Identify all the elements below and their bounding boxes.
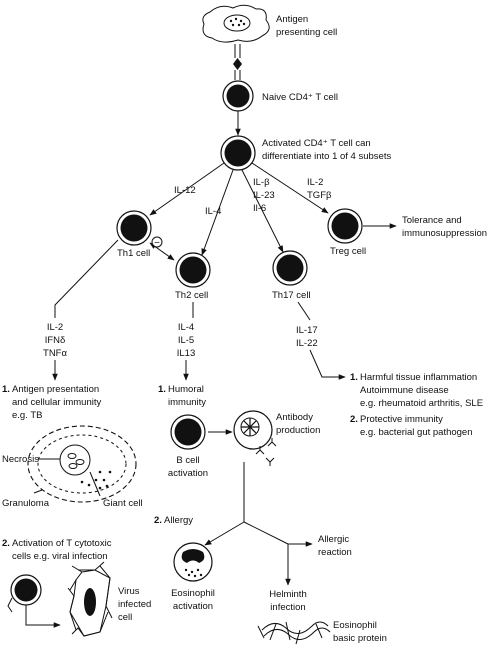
b-cell: [170, 414, 206, 450]
th17-inducer-1: IL-β: [253, 177, 270, 188]
b-cell-label-line2: activation: [168, 468, 208, 479]
th17-outcome1-line1: Harmful tissue inflammation: [360, 372, 477, 383]
helminth-worm-icon: [257, 621, 331, 645]
th2-outcome1-number: 1.: [158, 384, 166, 395]
th17-outcome2-line1: Protective immunity: [360, 414, 443, 425]
th1-label: Th1 cell: [117, 248, 150, 259]
necrosis-label: Necrosis: [2, 454, 39, 465]
th17-label: Th17 cell: [272, 290, 311, 301]
th1-outcome1-line1: Antigen presentation: [12, 384, 99, 395]
allergy-right-line: [243, 521, 289, 545]
th17-outcome2-line2: e.g. bacterial gut pathogen: [360, 427, 473, 438]
apc-label-line2: presenting cell: [276, 27, 337, 38]
th2-label: Th2 cell: [175, 290, 208, 301]
granuloma-label: Granuloma: [2, 498, 50, 509]
eosinophil: [173, 542, 213, 582]
th1-outcome2-number: 2.: [2, 538, 10, 549]
arrow-to-treg: [251, 162, 329, 214]
th2-outcome1-line2: immunity: [168, 397, 206, 408]
th17-line-to-cytokines: [297, 301, 311, 321]
apc-label-line1: Antigen: [276, 14, 308, 25]
inhibition-symbol: −: [151, 236, 163, 249]
virus-label-line2: infected: [118, 599, 151, 610]
granuloma-illustration: [27, 425, 137, 503]
treg-cell: [327, 208, 363, 244]
activated-cd4-t-cell: [220, 135, 256, 171]
th17-cell: [272, 250, 308, 286]
granuloma-pointer: [33, 489, 43, 494]
antibody-label-line2: production: [276, 425, 320, 436]
th17-outcome2-number: 2.: [350, 414, 358, 425]
th2-cell: [175, 252, 211, 288]
th17-outcome1-number: 1.: [350, 372, 358, 383]
giant-cell-pointer: [89, 471, 101, 497]
ebp-label-line2: basic protein: [333, 633, 387, 644]
treg-inducer-2: TGFβ: [307, 190, 332, 201]
treg-outcome-line2: immunosuppression: [402, 228, 487, 239]
svg-text:−: −: [154, 238, 160, 249]
allergic-label-line2: reaction: [318, 547, 352, 558]
naive-t-cell-label: Naive CD4⁺ T cell: [262, 92, 338, 103]
th2-outcome1-line1: Humoral: [168, 384, 204, 395]
th17-inducer-3: Il-6: [253, 203, 266, 214]
antibody-label-line1: Antibody: [276, 412, 313, 423]
arrow-to-th1: [149, 162, 225, 216]
th2-outcome2-number: 2.: [154, 515, 162, 526]
th1-line-to-cytokines: [54, 239, 119, 318]
helminth-label-line1: Helminth: [269, 589, 307, 600]
arrow-to-th17: [241, 169, 284, 253]
naive-cd4-t-cell: [222, 80, 254, 112]
treg-outcome-line1: Tolerance and: [402, 215, 462, 226]
treg-label: Treg cell: [330, 246, 366, 257]
th1-product-3: TNFα: [43, 348, 67, 359]
giant-cell-label: Giant cell: [103, 498, 143, 509]
virus-label-line3: cell: [118, 612, 132, 623]
helminth-label-line2: infection: [270, 602, 305, 613]
th17-product-1: IL-17: [296, 325, 318, 336]
eosinophil-label-line2: activation: [173, 601, 213, 612]
th2-product-1: IL-4: [178, 322, 194, 333]
th17-outcome1-line2: Autoimmune disease: [360, 385, 449, 396]
ebp-label-line1: Eosinophil: [333, 620, 377, 631]
th1-outcome2-line1: Activation of T cytotoxic: [12, 538, 112, 549]
th1-outcome1-line2: and cellular immunity: [12, 397, 101, 408]
plasma-cell: [233, 410, 273, 450]
th2-outcome2-line1: Allergy: [164, 515, 193, 526]
th2-product-3: IL13: [177, 348, 196, 359]
allergic-label-line1: Allergic: [318, 534, 349, 545]
b-cell-label-line1: B cell: [176, 455, 199, 466]
th1-product-2: IFNδ: [45, 335, 66, 346]
antigen-presenting-cell: [202, 4, 270, 43]
eosinophil-label-line1: Eosinophil: [171, 588, 215, 599]
virus-label-line1: Virus: [118, 586, 140, 597]
th1-outcome2-line2: cells e.g. viral infection: [12, 551, 108, 562]
cytotoxic-t-cell: [7, 574, 42, 613]
arrow-th17-outcome: [309, 349, 346, 380]
th17-product-2: IL-22: [296, 338, 318, 349]
th17-inducer-2: IL-23: [253, 190, 275, 201]
virus-infected-cell: [67, 561, 113, 637]
activated-label-line1: Activated CD4⁺ T cell can: [262, 138, 371, 149]
th17-outcome1-line3: e.g. rheumatoid arthritis, SLE: [360, 398, 483, 409]
treg-inducer-1: IL-2: [307, 177, 323, 188]
il12-label: IL-12: [174, 185, 196, 196]
th1-outcome1-line3: e.g. TB: [12, 410, 42, 421]
activated-label-line2: differentiate into 1 of 4 subsets: [262, 151, 391, 162]
th2-product-2: IL-5: [178, 335, 194, 346]
mhc-tcr-connector: [233, 44, 242, 80]
arrow-to-th2: [201, 169, 234, 256]
th1-cell: [116, 210, 152, 246]
th1-outcome1-number: 1.: [2, 384, 10, 395]
il4-label: IL-4: [205, 206, 221, 217]
th1-product-1: IL-2: [47, 322, 63, 333]
arrow-to-eosinophil: [204, 521, 245, 546]
arrow-to-virus-cell: [25, 605, 61, 628]
antibody-icons: [255, 438, 277, 466]
